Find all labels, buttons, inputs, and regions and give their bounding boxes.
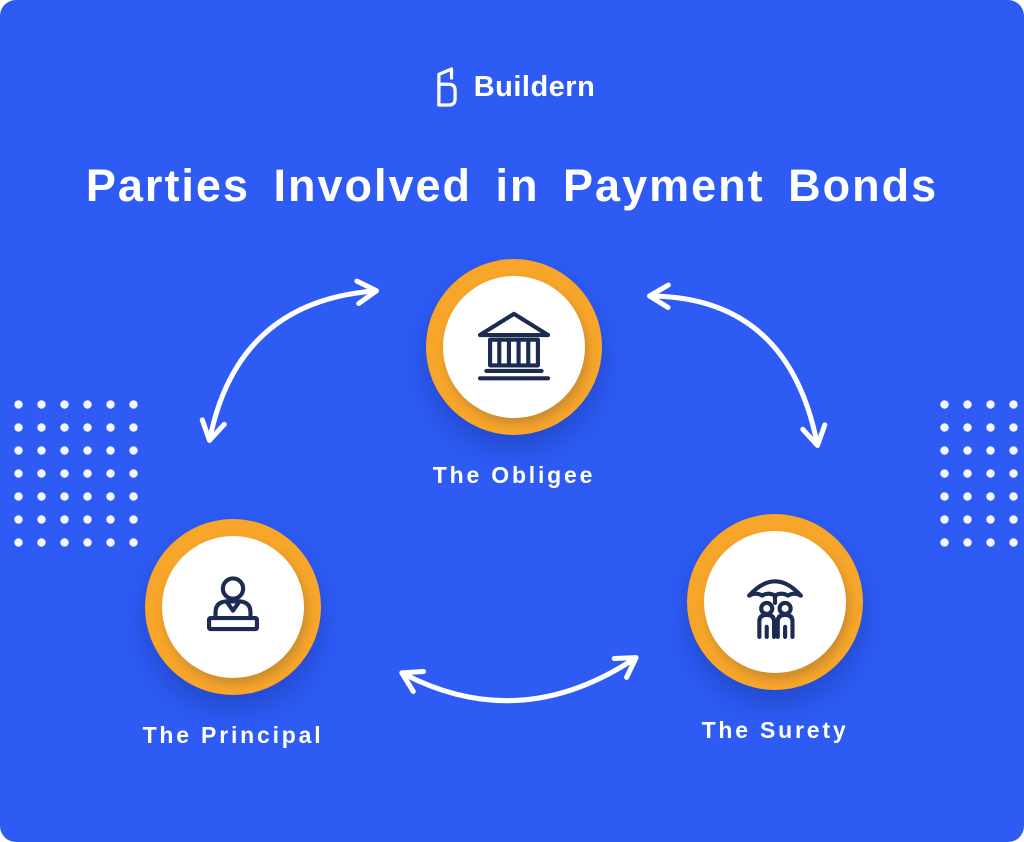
node-principal: The Principal: [53, 519, 413, 749]
principal-label: The Principal: [142, 722, 324, 748]
dot-grid-left: [7, 393, 145, 554]
buildern-logo-icon: [436, 67, 457, 107]
page-title: Parties Involved in Payment Bonds: [85, 160, 939, 211]
bank-icon: [477, 311, 551, 381]
person-at-desk-icon: [207, 576, 259, 632]
node-obligee: The Obligee: [334, 259, 694, 489]
principal-ring: [145, 519, 321, 695]
umbrella-people-icon: [747, 579, 803, 640]
node-surety: The Surety: [595, 514, 955, 744]
brand-name: Buildern: [473, 70, 596, 103]
surety-label: The Surety: [701, 717, 849, 743]
dot-grid-right: [933, 393, 1024, 554]
obligee-ring: [426, 259, 602, 435]
obligee-label: The Obligee: [432, 462, 596, 488]
surety-ring: [687, 514, 863, 690]
brand-header: Buildern: [0, 64, 1024, 110]
surety-disc: [704, 531, 846, 673]
obligee-disc: [443, 276, 585, 418]
principal-disc: [162, 536, 304, 678]
